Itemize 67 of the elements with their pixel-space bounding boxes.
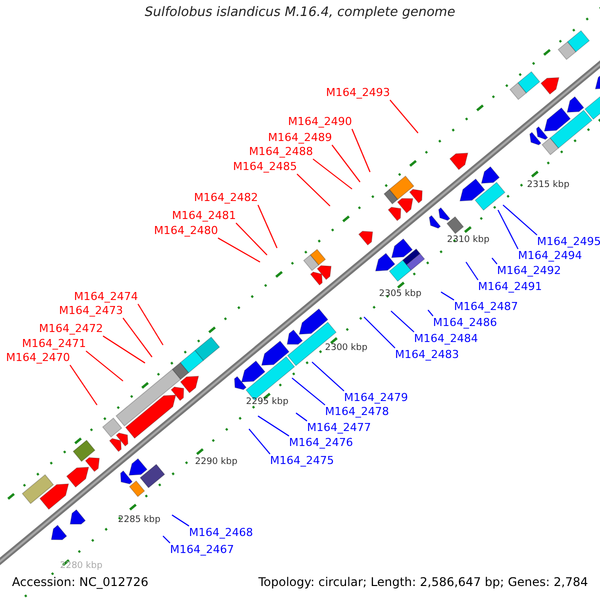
scale-label: 2310 kbp <box>447 234 490 247</box>
leader-line <box>218 238 260 262</box>
scale-label: 2290 kbp <box>195 456 238 469</box>
leader-line <box>390 310 414 332</box>
gene-label: M164_2471 <box>22 337 86 351</box>
leader-line <box>502 204 538 236</box>
leader-line <box>296 412 308 422</box>
gene-label: M164_2483 <box>395 348 459 362</box>
leader-line <box>364 316 396 348</box>
gene-label: M164_2475 <box>270 454 334 468</box>
leader-line <box>296 174 330 206</box>
leader-line <box>172 514 190 526</box>
gene-label: M164_2472 <box>39 322 103 336</box>
gene-label: M164_2478 <box>325 405 389 419</box>
scale-label: 2295 kbp <box>246 396 288 409</box>
gene-label: M164_2467 <box>170 543 234 557</box>
gene-label: M164_2492 <box>497 264 561 278</box>
gene-label: M164_2486 <box>433 316 497 330</box>
gene-label: M164_2481 <box>172 209 236 223</box>
scale-label: 2280 kbp <box>60 560 102 573</box>
leader-line <box>466 262 478 280</box>
gene-label: M164_2482 <box>194 191 258 205</box>
scale-label: 2315 kbp <box>527 179 570 192</box>
scale-label: 2300 kbp <box>325 342 368 355</box>
leader-line <box>122 318 152 358</box>
gene-label: M164_2477 <box>307 421 371 435</box>
gene-label: M164_2488 <box>249 145 313 159</box>
leader-line <box>258 416 290 436</box>
scale-label: 2285 kbp <box>118 514 160 527</box>
gene-label: M164_2485 <box>233 160 297 174</box>
leader-line <box>248 428 270 454</box>
leader-line <box>498 210 518 250</box>
gene-label: M164_2487 <box>454 300 518 314</box>
leader-line <box>138 304 164 346</box>
gene-label: M164_2480 <box>154 224 218 238</box>
leader-line <box>292 378 326 406</box>
leader-line <box>312 158 352 190</box>
leader-line <box>440 292 454 300</box>
leader-line <box>352 128 370 172</box>
gene-label: M164_2474 <box>74 290 138 304</box>
gene-label: M164_2494 <box>518 249 582 263</box>
leader-line <box>492 258 498 264</box>
leader-line <box>312 362 344 392</box>
gene-label: M164_2473 <box>59 304 123 318</box>
scale-label: 2305 kbp <box>379 288 422 301</box>
leader-line <box>390 100 418 134</box>
leader-line <box>428 310 434 316</box>
leader-line <box>86 350 124 382</box>
leader-line <box>102 336 146 364</box>
leader-line <box>236 222 268 256</box>
gene-label: M164_2491 <box>478 280 542 294</box>
gene-label: M164_2493 <box>326 86 390 100</box>
gene-label: M164_2479 <box>344 391 408 405</box>
leader-line <box>162 536 170 544</box>
accession-text: Accession: NC_012726 <box>10 575 150 589</box>
gene-label: M164_2468 <box>189 526 253 540</box>
gene-label: M164_2476 <box>289 436 353 450</box>
leader-line <box>258 204 278 248</box>
gene-label: M164_2484 <box>414 332 478 346</box>
gene-label: M164_2470 <box>6 351 70 365</box>
gene-label: M164_2490 <box>288 115 352 129</box>
leader-line <box>332 144 360 182</box>
genome-info-text: Topology: circular; Length: 2,586,647 bp; Genes: 2,784 <box>256 575 590 589</box>
gene-label: M164_2495 <box>537 235 600 249</box>
leader-line <box>70 364 98 406</box>
map-title: Sulfolobus islandicus M.16.4, complete genome <box>144 6 456 20</box>
gene-label: M164_2489 <box>268 131 332 145</box>
